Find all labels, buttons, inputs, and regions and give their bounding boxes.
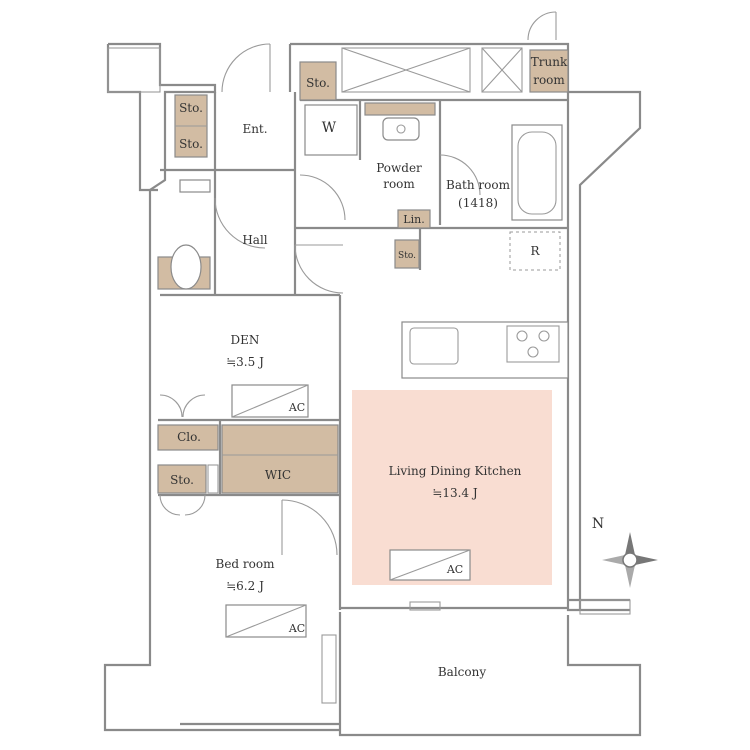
label-sto-top: Sto. (306, 76, 330, 90)
label-den-area: ≒3.5 J (226, 355, 264, 369)
label-compass-n: N (592, 516, 604, 532)
label-sto-ent-1: Sto. (179, 101, 203, 115)
label-entrance: Ent. (242, 122, 267, 136)
label-fridge: R (530, 244, 540, 258)
storage-units (157, 49, 569, 494)
label-ldk-area: ≒13.4 J (432, 486, 478, 500)
fixtures (170, 104, 569, 704)
label-sto-bed: Sto. (170, 473, 194, 487)
label-sto-ent-2: Sto. (179, 137, 203, 151)
label-balcony: Balcony (438, 665, 486, 679)
compass-icon (602, 532, 658, 588)
label-ac-den: AC (288, 401, 305, 414)
label-bath-code: (1418) (458, 196, 498, 210)
label-powder-1: Powder (376, 161, 422, 175)
label-hall: Hall (242, 233, 267, 247)
label-clo: Clo. (177, 430, 201, 444)
label-ac-ldk: AC (446, 563, 463, 576)
label-bath: Bath room (446, 178, 511, 192)
label-trunk-1: Trunk (531, 55, 568, 69)
label-bedroom-area: ≒6.2 J (226, 579, 264, 593)
label-powder-2: room (383, 177, 415, 191)
label-wic: WIC (265, 468, 291, 482)
windows (107, 47, 631, 615)
label-trunk-2: room (533, 73, 565, 87)
label-bedroom: Bed room (216, 557, 276, 571)
label-lin: Lin. (403, 213, 424, 226)
label-ldk: Living Dining Kitchen (389, 464, 522, 478)
doors (159, 11, 557, 556)
label-washer: W (322, 120, 337, 136)
label-den: DEN (231, 333, 260, 347)
label-ac-bed: AC (288, 622, 305, 635)
label-sto-small: Sto. (398, 251, 416, 261)
